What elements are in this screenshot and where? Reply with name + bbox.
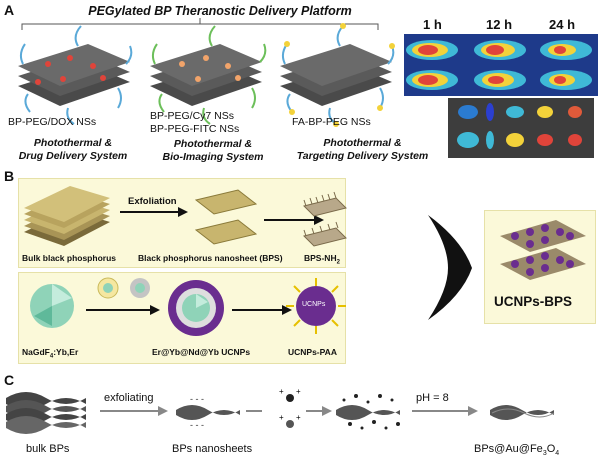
bps-nanosheet-c: - - - - - - — [176, 394, 240, 430]
bulk-bp-label: Bulk black phosphorus — [22, 253, 116, 263]
bp-peg-cy7-nanosheet — [150, 25, 267, 125]
exfoliating-label: exfoliating — [104, 392, 154, 404]
bp-peg-dox-nanosheet — [18, 25, 133, 125]
time-label-24h: 24 h — [549, 17, 576, 32]
item2-desc-line1: Photothermal & — [173, 138, 253, 150]
svg-text:+: + — [296, 387, 301, 396]
bps-au-fe3o4-label: BPs@Au@Fe3O4 — [474, 443, 560, 458]
svg-text:+: + — [279, 387, 284, 396]
item1-name: BP-PEG/DOX NSs — [8, 116, 97, 128]
organ-images — [457, 103, 582, 149]
bps-nanosheets — [194, 189, 258, 245]
mouse-image-row1 — [406, 40, 592, 60]
exfoliation-label: Exfoliation — [128, 196, 177, 207]
product-label: UCNPs-BPS — [494, 294, 573, 309]
svg-text:- - -: - - - — [190, 420, 204, 430]
panel-b-label: B — [4, 168, 15, 184]
bps-label: Black phosphorus nanosheet (BPS) — [138, 253, 283, 263]
mouse-image-row2 — [406, 70, 592, 90]
item2-desc-line2: Bio-Imaging System — [162, 151, 264, 163]
bps-nh2-sheets — [303, 191, 347, 247]
time-label-1h: 1 h — [423, 17, 442, 32]
paa-label: UCNPs-PAA — [288, 347, 337, 357]
nagdf4-core — [30, 284, 74, 328]
panel-a-title: PEGylated BP Theranostic Delivery Platfo… — [88, 4, 352, 18]
bps-nh2-label: BPS-NH2 — [304, 253, 340, 266]
item2-name-line2: BP-PEG-FITC NSs — [150, 123, 240, 135]
au-fe3o4-particles: + + + + — [279, 387, 301, 428]
ucnp-inner-text: UCNPs — [302, 301, 326, 308]
er-yb-nd-yb-ucnp — [168, 280, 224, 336]
bps-au-fe3o4-product — [490, 405, 555, 420]
item3-desc-line1: Photothermal & — [323, 137, 402, 149]
bulk-bps-label: bulk BPs — [26, 443, 70, 455]
bulk-bps-stack — [6, 392, 86, 434]
item1-desc-line1: Photothermal & — [33, 137, 113, 149]
ucnps-paa-particle — [286, 278, 346, 334]
svg-text:+: + — [279, 413, 284, 422]
item1-desc-line2: Drug Delivery System — [18, 150, 128, 162]
item3-name: FA-BP-PEG NSs — [292, 116, 371, 128]
svg-text:+: + — [296, 413, 301, 422]
item2-name-line1: BP-PEG/Cy7 NSs — [150, 110, 235, 122]
merge-arrow — [428, 215, 472, 320]
ph-label: pH = 8 — [416, 392, 449, 404]
ucnps-bps-product — [500, 220, 586, 280]
panel-c-label: C — [4, 372, 15, 388]
imaging-panel — [404, 34, 598, 158]
shell-label: Er@Yb@Nd@Yb UCNPs — [152, 347, 251, 357]
core-label: NaGdF4:Yb,Er — [22, 347, 79, 360]
panel-a-label: A — [4, 2, 15, 18]
svg-text:- - -: - - - — [190, 394, 204, 404]
fa-bp-peg-nanosheet — [280, 23, 395, 127]
decorated-nanosheet — [336, 394, 400, 430]
time-label-12h: 12 h — [486, 17, 513, 32]
bps-nanosheets-label: BPs nanosheets — [172, 443, 253, 455]
item3-desc-line2: Targeting Delivery System — [296, 150, 429, 162]
bulk-black-phosphorus — [24, 186, 110, 246]
